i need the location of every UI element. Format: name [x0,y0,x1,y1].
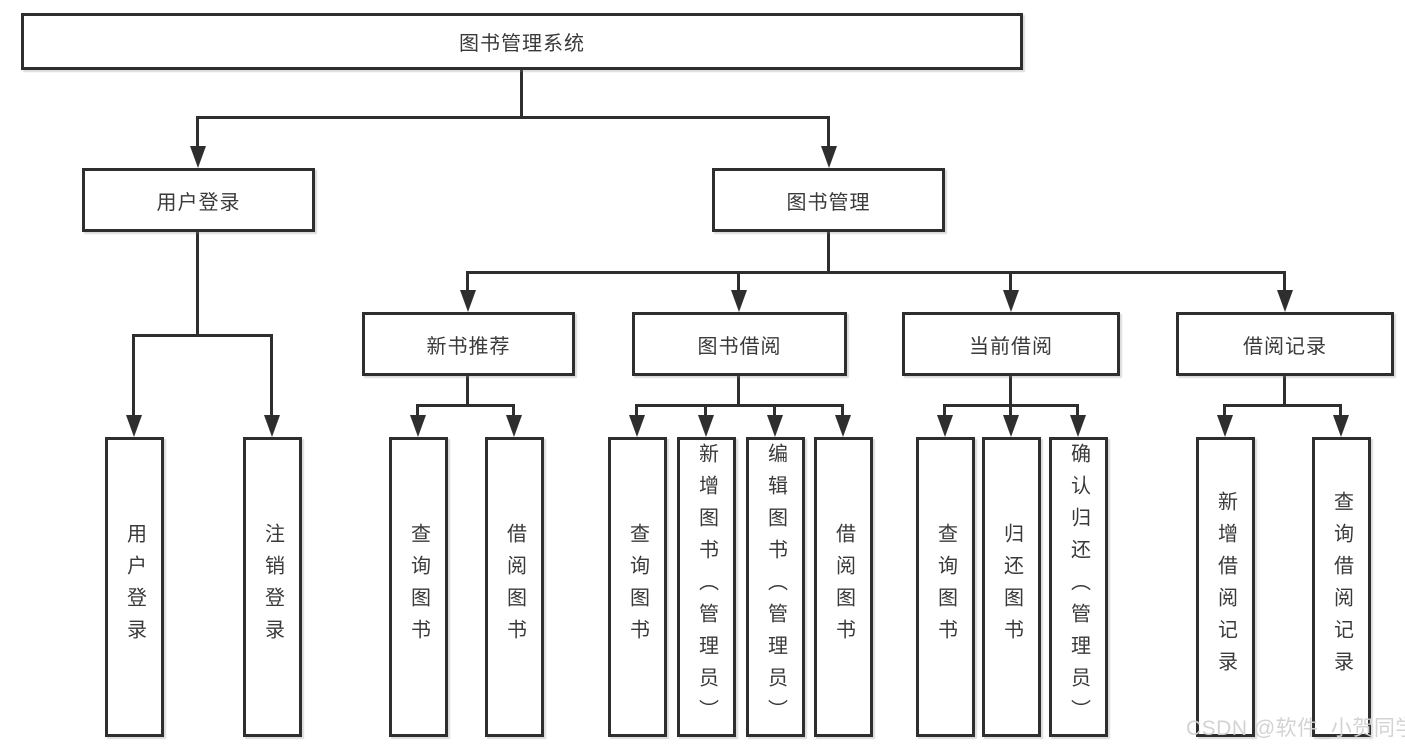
leaf-confirm-return-admin: 确认归还（管理员） [1049,437,1108,737]
arrow-down-icon [1217,415,1233,437]
leaf-return-books: 归还图书 [982,437,1041,737]
connector-root-stub-left [196,116,199,148]
connector-borrow-bus [635,404,844,407]
connector-root-vline [520,70,523,116]
arrow-down-icon [731,290,747,312]
arrow-down-icon [1070,415,1086,437]
leaf-add-books-admin: 新增图书（管理员） [677,437,736,737]
arrow-down-icon [190,146,206,168]
node-book-management: 图书管理 [712,168,945,232]
leaf-query-books-current: 查询图书 [916,437,975,737]
arrow-down-icon [506,415,522,437]
connector-book-mgmt-bus [466,271,1286,274]
connector-current-stub-3 [1076,404,1079,417]
connector-current-vline [1009,376,1012,404]
connector-book-mgmt-stub-3 [1009,271,1012,292]
arrow-down-icon [1277,290,1293,312]
leaf-user-login: 用户登录 [105,437,164,737]
leaf-query-borrow-record: 查询借阅记录 [1312,437,1371,737]
connector-user-login-bus [132,334,273,337]
arrow-down-icon [1003,415,1019,437]
connector-book-mgmt-stub-1 [466,271,469,292]
arrow-down-icon [1003,290,1019,312]
connector-borrow-stub-3 [773,404,776,417]
arrow-down-icon [937,415,953,437]
connector-user-login-stub-1 [132,334,135,417]
connector-recommend-vline [466,376,469,404]
watermark: CSDN @软件_小贺同学 [1186,717,1405,740]
connector-record-stub-1 [1223,404,1226,417]
arrow-down-icon [629,415,645,437]
connector-record-vline [1283,376,1286,404]
arrow-down-icon [821,146,837,168]
node-book-borrowing: 图书借阅 [632,312,847,376]
arrow-down-icon [126,415,142,437]
leaf-borrow-books-recommend: 借阅图书 [485,437,544,737]
connector-recommend-stub-1 [416,404,419,417]
node-root: 图书管理系统 [21,13,1023,70]
arrow-down-icon [460,290,476,312]
leaf-add-borrow-record: 新增借阅记录 [1196,437,1255,737]
leaf-query-books-recommend: 查询图书 [389,437,448,737]
connector-current-stub-2 [1009,404,1012,417]
connector-record-bus [1223,404,1342,407]
leaf-borrow-books-borrow: 借阅图书 [814,437,873,737]
connector-recommend-stub-2 [512,404,515,417]
connector-root-bus [196,116,830,119]
connector-user-login-stub-2 [270,334,273,417]
connector-record-stub-2 [1339,404,1342,417]
connector-book-mgmt-stub-4 [1283,271,1286,292]
arrow-down-icon [410,415,426,437]
connector-borrow-stub-4 [841,404,844,417]
leaf-logout: 注销登录 [243,437,302,737]
node-new-book-recommendation: 新书推荐 [362,312,575,376]
arrow-down-icon [767,415,783,437]
connector-borrow-stub-2 [704,404,707,417]
node-current-borrowing: 当前借阅 [902,312,1120,376]
connector-recommend-bus [416,404,515,407]
connector-root-stub-right [827,116,830,148]
node-user-login: 用户登录 [82,168,315,232]
node-borrowing-records: 借阅记录 [1176,312,1394,376]
leaf-edit-books-admin: 编辑图书（管理员） [746,437,805,737]
connector-book-mgmt-vline [827,232,830,271]
arrow-down-icon [1333,415,1349,437]
connector-book-mgmt-stub-2 [737,271,740,292]
arrow-down-icon [835,415,851,437]
leaf-query-books-borrow: 查询图书 [608,437,667,737]
connector-current-stub-1 [943,404,946,417]
connector-user-login-vline [196,232,199,334]
arrow-down-icon [698,415,714,437]
arrow-down-icon [264,415,280,437]
connector-borrow-vline [737,376,740,404]
connector-borrow-stub-1 [635,404,638,417]
